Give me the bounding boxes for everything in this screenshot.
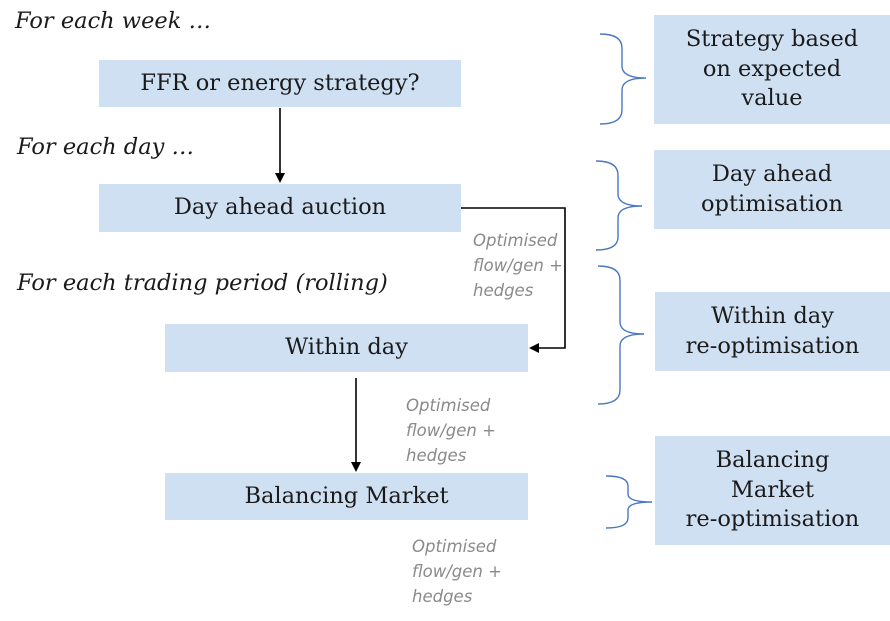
heading-for-each-day: For each day … (17, 134, 194, 160)
strategy-line: on expected (702, 55, 842, 82)
balancing-line: Balancing (715, 446, 830, 473)
note-line: flow/gen + (406, 421, 496, 440)
heading-for-each-week: For each week … (15, 8, 211, 34)
arrow-day-ahead-to-within-day (461, 207, 566, 353)
day-ahead-auction-label: Day ahead auction (173, 194, 387, 221)
note-line: Optimised (473, 231, 558, 250)
note-line: hedges (473, 281, 534, 300)
balancing-market-label: Balancing Market (244, 482, 449, 509)
brace-day-ahead (595, 160, 643, 251)
day-ahead-auction-box: Day ahead auction (99, 184, 461, 232)
within-day-box: Within day (165, 324, 528, 372)
balancing-market-box: Balancing Market (165, 473, 528, 520)
note-line: Optimised (406, 396, 491, 415)
note-line: hedges (412, 587, 473, 606)
brace-within-day (597, 265, 645, 405)
balancing-line: re-optimisation (685, 506, 860, 533)
strategy-line: Strategy based (685, 25, 859, 52)
note-line: flow/gen + (473, 256, 563, 275)
within-day-label: Within day (285, 334, 408, 361)
ffr-or-energy-strategy-label: FFR or energy strategy? (140, 69, 420, 96)
day-ahead-line: optimisation (701, 190, 843, 217)
balancing-line: Market (730, 476, 815, 503)
note-line: flow/gen + (412, 562, 502, 581)
note-line: hedges (406, 446, 467, 465)
day-ahead-line: Day ahead (711, 160, 833, 187)
strategy-expected-value-box: Strategy based on expected value (654, 15, 890, 124)
within-day-reoptimisation-box: Within day re-optimisation (655, 292, 890, 371)
brace-strategy (599, 33, 647, 125)
strategy-line: value (741, 85, 803, 112)
within-day-line: Within day (711, 302, 834, 329)
optimised-note-3: Optimised flow/gen + hedges (412, 534, 502, 609)
balancing-market-reoptimisation-box: Balancing Market re-optimisation (655, 436, 890, 545)
day-ahead-optimisation-box: Day ahead optimisation (654, 150, 890, 229)
optimised-note-2: Optimised flow/gen + hedges (406, 393, 496, 468)
brace-balancing (605, 475, 653, 529)
heading-for-each-trading-period: For each trading period (rolling) (17, 270, 388, 296)
optimised-note-1: Optimised flow/gen + hedges (473, 228, 563, 303)
ffr-or-energy-strategy-box: FFR or energy strategy? (99, 60, 461, 107)
within-day-line: re-optimisation (685, 332, 860, 359)
note-line: Optimised (412, 537, 497, 556)
